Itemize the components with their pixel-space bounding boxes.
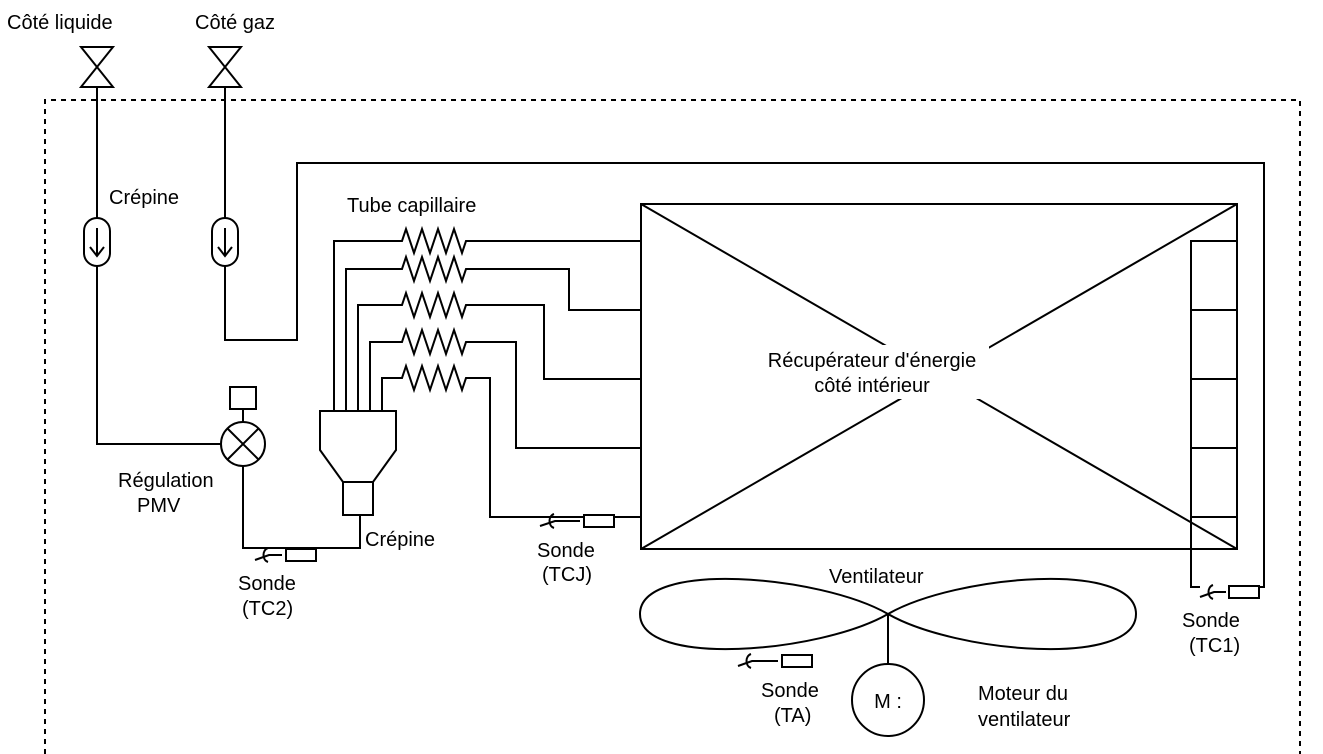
liquid-side-label: Côté liquide [7,12,113,34]
sensor-tcj [583,514,615,528]
strainer-top-label: Crépine [109,187,179,209]
strainer-liquid-arrow [89,228,105,258]
sensor-tc2-probe [254,554,282,561]
heat-exchanger-label-line1: Récupérateur d'énergie [768,350,976,372]
fan-label: Ventilateur [829,566,924,588]
fan-motor-symbol: M : [874,691,902,713]
heat-exchanger-label-bg [757,345,989,399]
capillary-tube-3 [357,289,641,411]
sensor-tcj-label-line2: (TCJ) [542,564,592,586]
sensor-ta [781,654,813,668]
gas-line [224,87,1265,588]
sensor-tc1-clip [1207,584,1214,600]
sensor-tc2-label-line1: Sonde [238,573,296,595]
capillary-tubes [333,225,641,518]
sensor-tcj-clip [548,513,555,529]
heat-exchanger-label-line2: côté intérieur [814,375,930,397]
gas-side-valve [206,46,244,88]
indoor-heat-exchanger [640,203,1238,550]
fan-motor [851,663,925,737]
sensor-tcj-label-line1: Sonde [537,540,595,562]
strainer-bottom-label: Crépine [365,529,435,551]
capillary-tube-label: Tube capillaire [347,195,476,217]
sensor-tc1-label-line1: Sonde [1182,610,1240,632]
sensor-tc2-clip [262,547,269,563]
sensor-tc1-probe [1199,591,1226,598]
sensor-tc2-label-line2: (TC2) [242,598,293,620]
heat-exchanger-outlet-header [1190,240,1237,588]
sensor-tc1 [1228,585,1260,599]
distributor [319,410,397,483]
sensor-ta-label-line2: (TA) [774,705,811,727]
capillary-tube-1 [333,225,641,411]
pmv-actuator [229,386,257,410]
sensor-tcj-probe [539,520,580,527]
sensor-ta-label-line1: Sonde [761,680,819,702]
distributor-strainer [342,481,374,516]
motor-label-line1: Moteur du [978,683,1068,705]
capillary-tube-4 [369,326,641,449]
sensor-tc2 [285,548,317,562]
motor-label-line2: ventilateur [978,709,1071,731]
liquid-side-valve [78,46,116,88]
sensor-ta-clip [745,653,752,669]
capillary-tube-5 [381,362,641,518]
sensor-ta-probe [737,660,778,667]
pmv-label-line1: Régulation [118,470,214,492]
gas-side-label: Côté gaz [195,12,275,34]
unit-boundary-dashed [44,99,1301,754]
sensor-tc1-label-line2: (TC1) [1189,635,1240,657]
pmv-label-line2: PMV [137,495,181,517]
liquid-line [96,87,222,445]
capillary-tube-2 [345,253,641,411]
pmv-cross [227,428,259,460]
strainer-gas-arrow [217,228,233,258]
